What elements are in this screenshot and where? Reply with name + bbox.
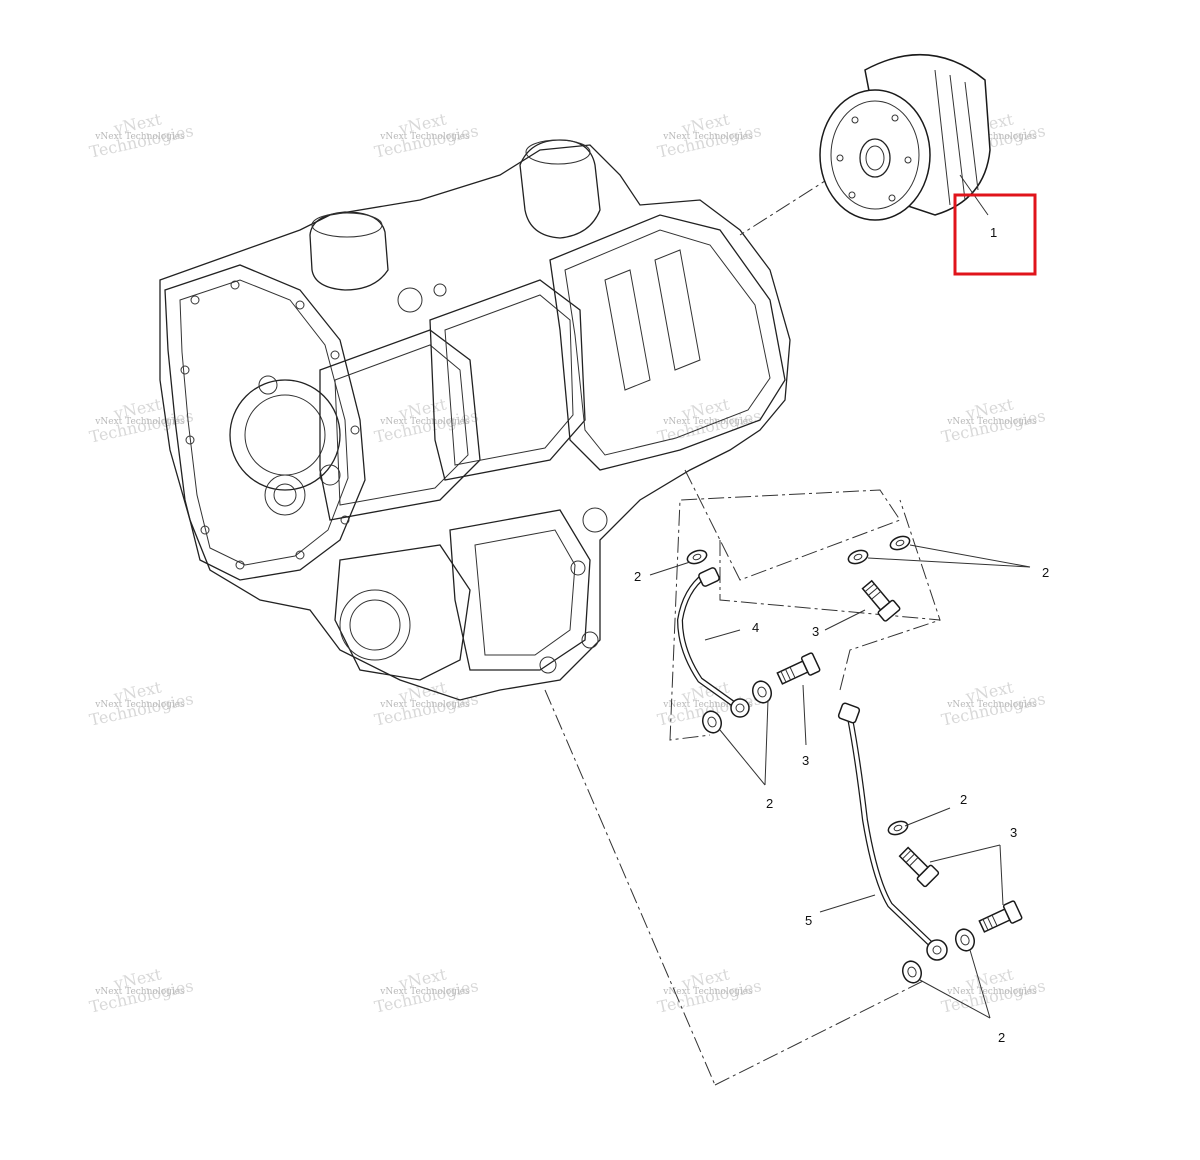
callout-washer-top-left: 2 [634,569,641,584]
callout-pipe-lower: 5 [805,913,812,928]
watermark-caption: vNext Technologies [946,987,1037,997]
watermark-caption: vNext Technologies [662,987,753,997]
watermark-caption: vNext Technologies [946,132,1037,142]
washer [887,820,909,836]
watermark-caption: vNext Technologies [379,700,470,710]
callout-banjo-bolt-top: 3 [812,624,819,639]
watermark-caption: vNext Technologies [379,132,470,142]
watermark-caption: vNext Technologies [946,700,1037,710]
watermark-caption: vNext Technologies [662,700,753,710]
watermark-caption: vNext Technologies [946,417,1037,427]
banjo-bolt [978,900,1023,933]
watermark-caption: vNext Technologies [94,700,185,710]
washer [686,549,708,565]
washer [847,549,869,565]
banjo-bolt [861,579,901,622]
washer [889,535,911,551]
watermark-caption: vNext Technologies [662,417,753,427]
callout-pipe-upper: 4 [752,620,759,635]
watermark-caption: vNext Technologies [662,132,753,142]
callout-oil-filter: 1 [990,225,997,240]
oil-filter[interactable] [819,53,991,221]
banjo-bolt [898,846,940,888]
watermark-caption: vNext Technologies [94,987,185,997]
assembly-lines [544,159,941,1086]
copper-washers[interactable] [686,534,978,985]
leader-lines [649,174,1031,1019]
callout-washer-lower: 2 [960,792,967,807]
callout-labels: 1 2 2 3 4 2 3 2 3 5 2 [634,225,1049,1045]
highlight-box [953,193,1037,276]
washer [751,680,773,704]
engine-block [159,139,791,701]
callout-washers-bottom: 2 [998,1030,1005,1045]
callout-banjo-bolts-lower: 3 [1010,825,1017,840]
callout-washers-mid: 2 [766,796,773,811]
washer [901,960,923,984]
oil-pipe-upper[interactable] [676,567,750,718]
washer [701,710,723,734]
banjo-bolt [776,652,821,685]
watermark-caption: vNext Technologies [94,132,185,142]
watermark-caption: vNext Technologies [94,417,185,427]
callout-banjo-bolt-mid: 3 [802,753,809,768]
callout-washers-top-right: 2 [1042,565,1049,580]
oil-pipe-lower[interactable] [837,702,948,961]
washer [954,928,976,952]
watermark-caption: vNext Technologies [379,987,470,997]
watermark-caption: vNext Technologies [379,417,470,427]
banjo-bolts[interactable] [776,578,1023,935]
